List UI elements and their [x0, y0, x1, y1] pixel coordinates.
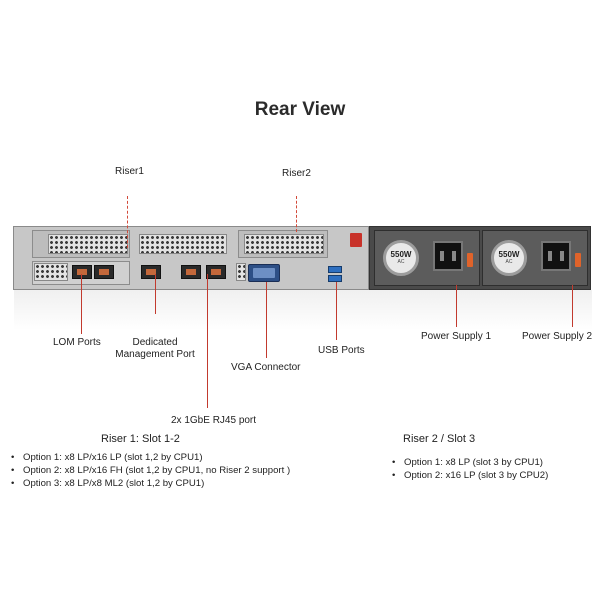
psu-bay: 550W AC 550W AC — [369, 226, 591, 290]
server-reflection — [14, 290, 592, 330]
id-badge — [350, 233, 362, 247]
fan-icon: 550W AC — [491, 240, 527, 276]
psu1-wattage: 550W — [390, 250, 412, 259]
page-title: Rear View — [254, 99, 346, 120]
usb-leader — [336, 282, 337, 340]
psu1-leader — [456, 285, 457, 327]
psu2-leader — [572, 285, 573, 327]
rj45-leader — [207, 274, 208, 408]
psu2-ac: AC — [505, 259, 513, 265]
power-inlet-icon — [541, 241, 571, 271]
lom-ports-label: LOM Ports — [53, 337, 101, 348]
riser1-label: Riser1 — [115, 166, 144, 177]
power-supply-1[interactable]: 550W AC — [374, 230, 480, 286]
power-supply-2-label: Power Supply 2 — [522, 331, 593, 342]
riser1-options: Option 1: x8 LP/x16 LP (slot 1,2 by CPU1… — [11, 451, 290, 490]
vga-leader — [266, 282, 267, 358]
list-item: Option 2: x16 LP (slot 3 by CPU2) — [392, 469, 548, 482]
psu1-ac: AC — [397, 259, 405, 265]
power-supply-2[interactable]: 550W AC — [482, 230, 588, 286]
usb-port-2[interactable] — [328, 275, 342, 282]
rj45-port-1[interactable] — [181, 265, 201, 279]
riser1-heading: Riser 1: Slot 1-2 — [101, 433, 180, 445]
usb-port-1[interactable] — [328, 266, 342, 273]
list-item: Option 1: x8 LP/x16 LP (slot 1,2 by CPU1… — [11, 451, 290, 464]
vga-connector-label: VGA Connector — [231, 362, 301, 373]
riser2-label: Riser2 — [282, 168, 311, 179]
power-inlet-icon — [433, 241, 463, 271]
list-item: Option 2: x8 LP/x16 FH (slot 1,2 by CPU1… — [11, 464, 290, 477]
list-item: Option 1: x8 LP (slot 3 by CPU1) — [392, 456, 548, 469]
lom-port-1[interactable] — [72, 265, 92, 279]
center-vent — [139, 234, 227, 254]
riser1-leader — [127, 196, 128, 248]
riser2-heading: Riser 2 / Slot 3 — [403, 433, 476, 445]
riser2-options: Option 1: x8 LP (slot 3 by CPU1) Option … — [392, 456, 548, 482]
usb-ports-label: USB Ports — [318, 345, 365, 356]
lom-vent — [34, 263, 68, 281]
mgmt-leader — [155, 274, 156, 314]
lom-leader — [81, 274, 82, 334]
rj45-port-2[interactable] — [206, 265, 226, 279]
psu2-release-handle[interactable] — [575, 253, 581, 267]
list-item: Option 3: x8 LP/x8 ML2 (slot 1,2 by CPU1… — [11, 477, 290, 490]
rj45-port-label: 2x 1GbE RJ45 port — [171, 415, 257, 426]
riser2-vent — [244, 234, 324, 254]
fan-icon: 550W AC — [383, 240, 419, 276]
lom-port-2[interactable] — [94, 265, 114, 279]
psu2-wattage: 550W — [498, 250, 520, 259]
dedicated-mgmt-port-label: Dedicated Management Port — [115, 337, 195, 360]
dedicated-management-port[interactable] — [141, 265, 161, 279]
io-vent — [236, 263, 246, 281]
vga-port[interactable] — [248, 264, 280, 282]
psu1-release-handle[interactable] — [467, 253, 473, 267]
riser2-leader — [296, 196, 297, 232]
riser1-vent — [48, 234, 128, 254]
server-chassis — [13, 226, 369, 290]
power-supply-1-label: Power Supply 1 — [421, 331, 492, 342]
